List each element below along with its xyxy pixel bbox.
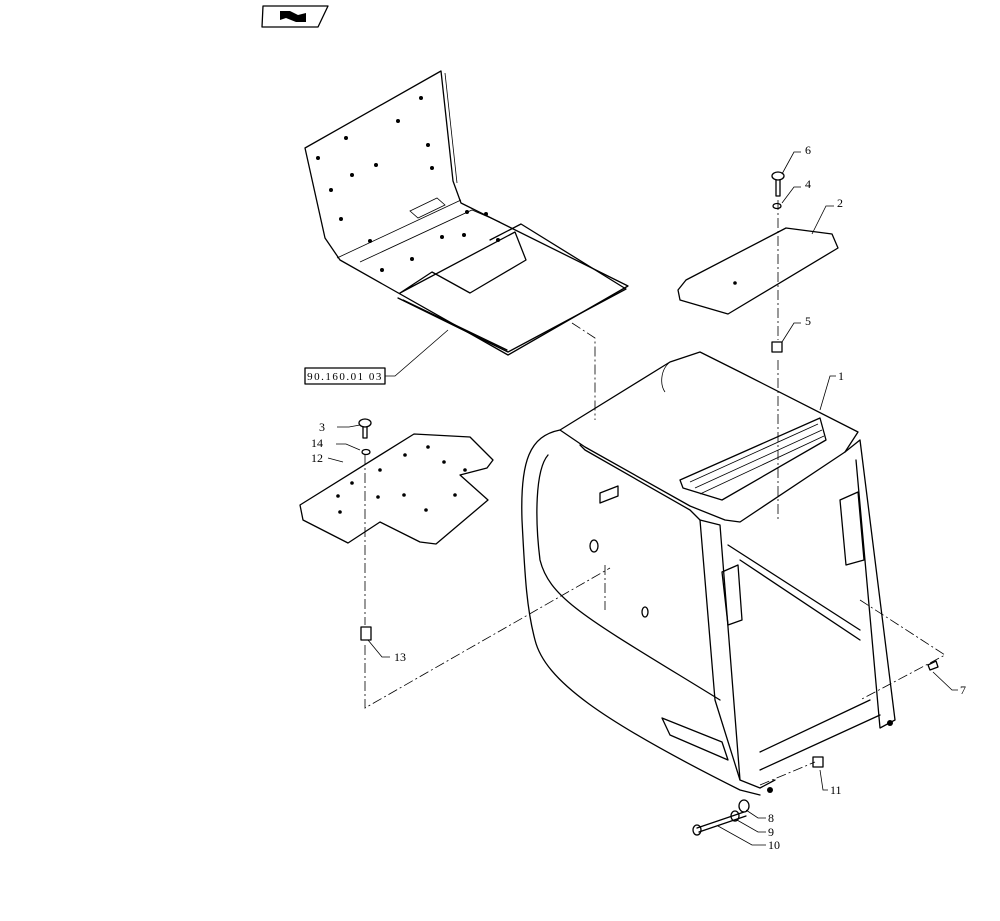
- reference-box: 90.160.01 03: [304, 329, 449, 385]
- callout-11: 11: [830, 783, 842, 797]
- callout-5: 5: [805, 314, 811, 328]
- reference-label: 90.160.01 03: [307, 371, 383, 383]
- callout-7: 7: [960, 683, 966, 697]
- base-plate: [299, 433, 494, 545]
- callout-12: 12: [311, 451, 323, 465]
- callout-8: 8: [768, 811, 774, 825]
- callout-13: 13: [394, 650, 406, 664]
- callouts: 1 2 3 4 5 6 7 8 9 10 11 12 13 14: [311, 143, 966, 852]
- floor-mat: [304, 70, 629, 356]
- callout-3: 3: [319, 420, 325, 434]
- callout-1: 1: [838, 369, 844, 383]
- callout-10: 10: [768, 838, 780, 852]
- callout-14: 14: [311, 436, 323, 450]
- callout-6: 6: [805, 143, 811, 157]
- hardware: [358, 171, 939, 836]
- callout-2: 2: [837, 196, 843, 210]
- alignment-lines: [364, 200, 946, 786]
- callout-4: 4: [805, 177, 811, 191]
- cover-plate: [677, 227, 839, 315]
- cab-frame: [521, 351, 896, 796]
- callout-9: 9: [768, 825, 774, 839]
- book-arrow-icon: [261, 5, 329, 28]
